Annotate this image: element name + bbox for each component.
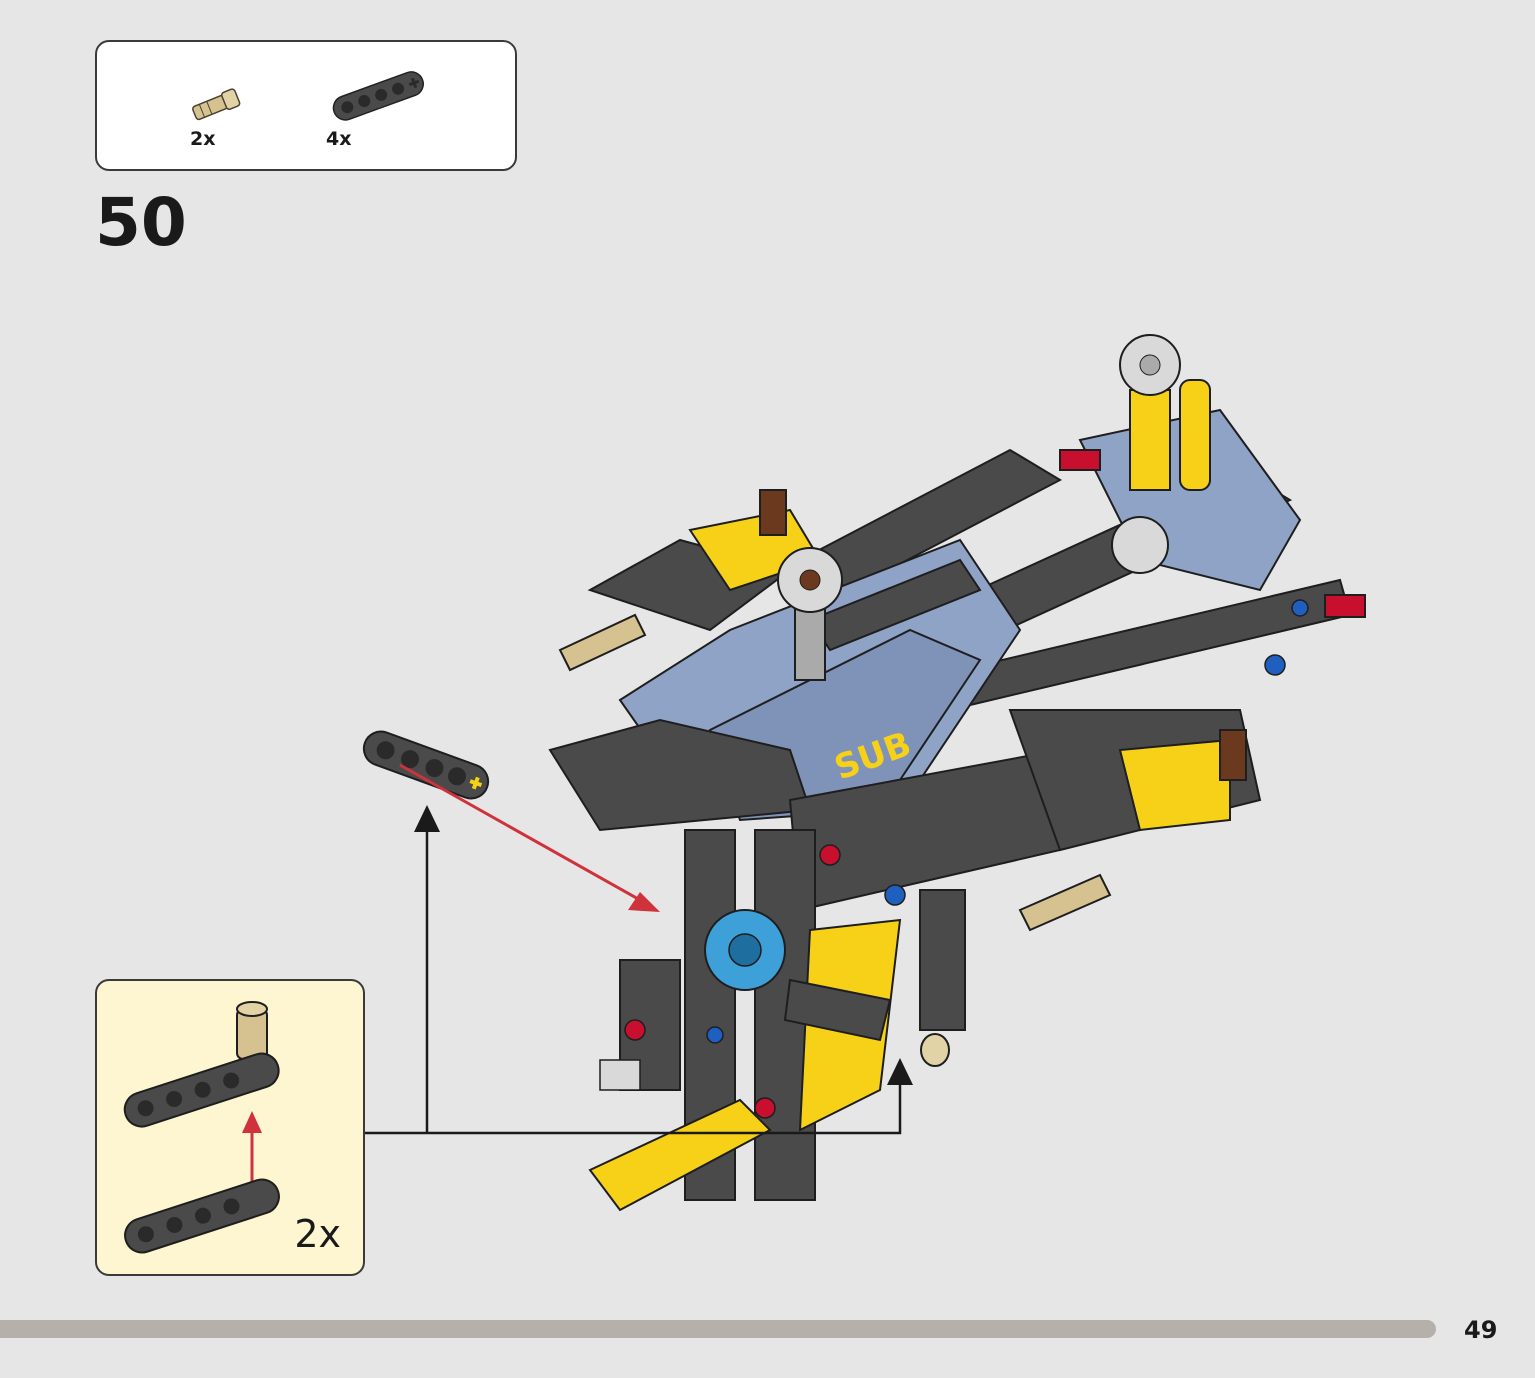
subassembly-count: 2x — [294, 1212, 341, 1256]
red-arrowhead — [628, 892, 660, 912]
parts-list-box: 2x 4x — [95, 40, 517, 171]
model-illustration: SUB — [548, 334, 1366, 1212]
page-number: 49 — [1464, 1316, 1498, 1344]
red-insert-arrow — [399, 763, 641, 902]
front-right-arm — [1008, 709, 1262, 932]
page-progress-bar — [0, 1320, 1436, 1338]
subassembly-illustration — [123, 1001, 280, 1254]
central-body: SUB — [548, 538, 1061, 951]
callout-connector-line — [365, 1085, 902, 1135]
tan-connector-pin-icon — [192, 88, 241, 121]
rear-frame — [797, 334, 1366, 707]
subassembly-callout: 2x — [95, 979, 365, 1276]
dark-gray-liftarm-icon — [332, 71, 424, 121]
pin-count: 2x — [190, 128, 216, 150]
step-number: 50 — [95, 184, 187, 261]
liftarm-count: 4x — [326, 128, 352, 150]
black-arrowhead-right — [887, 1058, 913, 1085]
loose-liftarm — [362, 730, 490, 800]
black-arrowhead-left — [414, 805, 440, 832]
lower-frame — [588, 829, 966, 1212]
